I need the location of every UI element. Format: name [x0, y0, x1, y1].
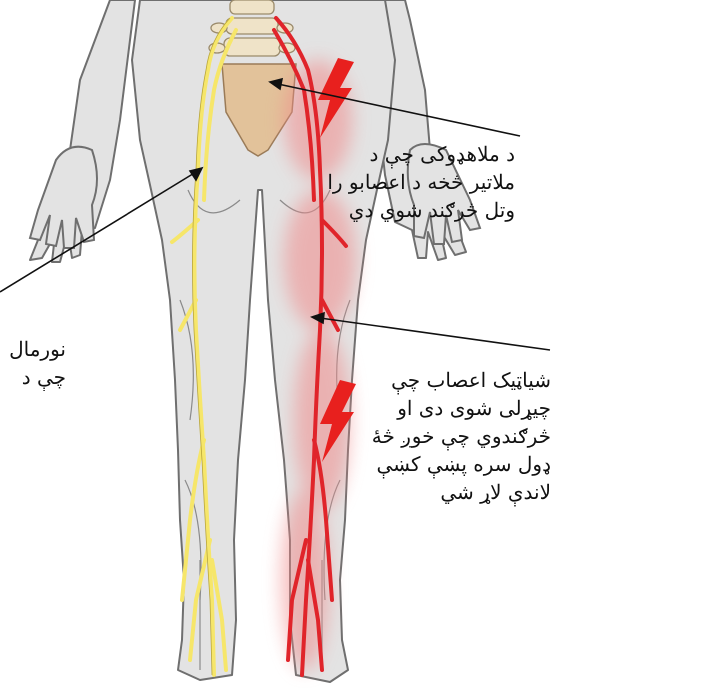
left-hand	[30, 147, 97, 248]
label-sciatic-line2: چیړلی شوی دی او	[281, 394, 551, 422]
label-herniated-disc: د ملاهډوکی چې د ملاتیر څخه د اعصابو را و…	[255, 140, 515, 224]
label-herniated-disc-line1: د ملاهډوکی چې د	[255, 140, 515, 168]
label-sciatic-line3: څرګندوي چې خوږ څهٔ	[281, 422, 551, 450]
label-normal-line2: چې د	[0, 363, 66, 391]
label-sciatic-line4: ډول سره پښې کښې	[281, 450, 551, 478]
label-sciatic-line1: شیاټیک اعصاب چې	[281, 366, 551, 394]
label-herniated-disc-line3: وتل څرګند شوي دي	[255, 196, 515, 224]
label-normal-nerve: نورمال چې د	[0, 335, 66, 391]
label-sciatic-nerve: شیاټیک اعصاب چې چیړلی شوی دی او څرګندوي …	[281, 366, 551, 506]
label-sciatic-line5: لاندې لاړ شي	[281, 478, 551, 506]
label-herniated-disc-line2: ملاتیر څخه د اعصابو را	[255, 168, 515, 196]
label-normal-line1: نورمال	[0, 335, 66, 363]
